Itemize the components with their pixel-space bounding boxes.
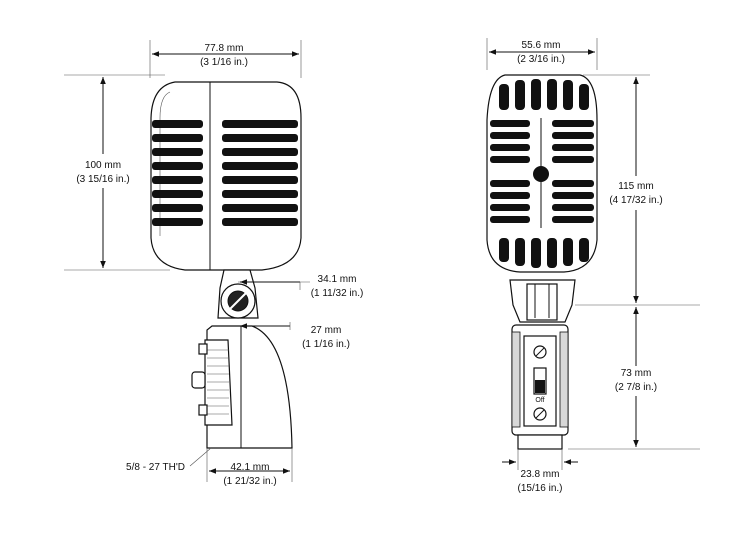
side-view: Off bbox=[486, 38, 700, 470]
side-width-mm: 55.6 mm bbox=[522, 40, 561, 51]
base-width-mm: 42.1 mm bbox=[231, 462, 270, 473]
pivot-offset-in: (1 11/32 in.) bbox=[311, 288, 364, 299]
front-view bbox=[64, 40, 310, 482]
front-height-mm: 100 mm bbox=[85, 160, 121, 171]
handle-height-mm: 73 mm bbox=[621, 368, 652, 379]
side-width-in: (2 3/16 in.) bbox=[517, 54, 565, 65]
base-depth-in: (1 1/16 in.) bbox=[302, 339, 350, 350]
thread-label: 5/8 - 27 TH'D bbox=[126, 462, 185, 473]
pivot-offset-mm: 34.1 mm bbox=[318, 274, 357, 285]
front-width-mm: 77.8 mm bbox=[205, 43, 244, 54]
switch-off-label: Off bbox=[535, 397, 544, 404]
front-height-in: (3 15/16 in.) bbox=[76, 174, 129, 185]
side-height-mm: 115 mm bbox=[618, 181, 653, 192]
front-width-in: (3 1/16 in.) bbox=[200, 57, 248, 68]
front-grille-slots bbox=[152, 120, 298, 226]
handle-width-in: (15/16 in.) bbox=[517, 483, 562, 494]
handle-height-in: (2 7/8 in.) bbox=[615, 382, 657, 393]
side-height-in: (4 17/32 in.) bbox=[609, 195, 662, 206]
base-width-in: (1 21/32 in.) bbox=[223, 476, 276, 487]
handle-width-mm: 23.8 mm bbox=[521, 469, 560, 480]
dimension-labels: 77.8 mm (3 1/16 in.) 100 mm (3 15/16 in.… bbox=[76, 40, 662, 494]
base-depth-mm: 27 mm bbox=[311, 325, 342, 336]
